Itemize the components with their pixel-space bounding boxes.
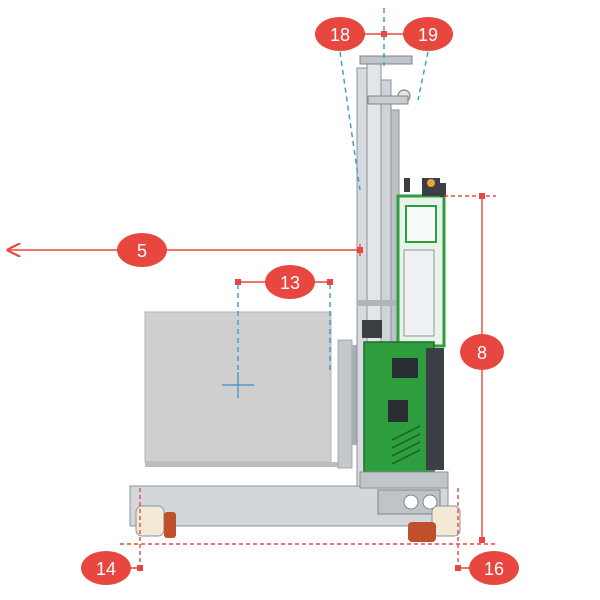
truck-body (363, 341, 444, 473)
callout-13: 13 (265, 265, 315, 299)
rear-wheel (408, 505, 461, 542)
callout-8: 8 (460, 334, 504, 370)
callout-18: 18 (315, 17, 365, 51)
callout-18-label: 18 (330, 25, 350, 45)
operator-cab (396, 178, 446, 348)
callout-14-label: 14 (96, 559, 116, 579)
callout-8-label: 8 (477, 343, 487, 363)
load-box (144, 311, 332, 463)
front-wheel (135, 505, 176, 538)
callout-16-label: 16 (484, 559, 504, 579)
fork (145, 339, 360, 469)
callout-13-label: 13 (280, 273, 300, 293)
dimension-end-marks (137, 31, 485, 571)
callout-5-label: 5 (137, 241, 147, 261)
callout-5: 5 (117, 233, 167, 267)
callout-19: 19 (403, 17, 453, 51)
callout-16: 16 (469, 551, 519, 585)
chassis (129, 471, 449, 527)
callout-14: 14 (81, 551, 131, 585)
callout-19-label: 19 (418, 25, 438, 45)
